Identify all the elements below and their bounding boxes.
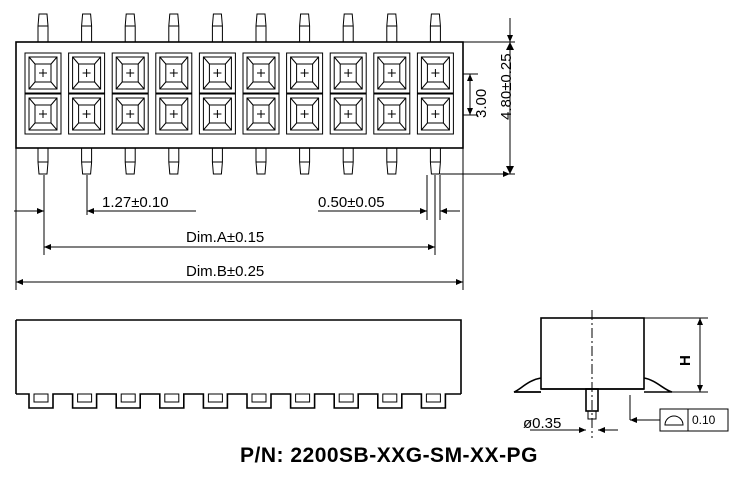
front-foot (164, 393, 180, 403)
contact-cell (242, 52, 280, 94)
body-width-label: 4.80±0.25 (498, 53, 515, 120)
contact-cell (68, 52, 106, 94)
coplanarity-symbol-box (659, 408, 689, 432)
front-foot (251, 393, 267, 403)
horizontal-dimensions: 1.27±0.10 0.50±0.05 Dim.A±0.15 Dim.B±0.2… (14, 148, 464, 290)
bottom-pins (37, 148, 441, 175)
contact-cell (24, 93, 62, 135)
bottom-pin (429, 148, 441, 175)
row-pitch-label: 3.00 (473, 89, 490, 118)
contact-cell (286, 52, 324, 94)
bottom-pin (81, 148, 93, 175)
front-foot (338, 393, 354, 403)
bottom-pin (168, 148, 180, 175)
top-pin (342, 13, 354, 42)
contact-cell (242, 93, 280, 135)
bottom-pin (37, 148, 49, 175)
front-housing (16, 319, 462, 394)
coplanarity-value-box (687, 408, 729, 432)
contact-cell (198, 52, 236, 94)
bottom-pin (342, 148, 354, 175)
contact-grid (24, 52, 454, 135)
top-view (15, 13, 464, 175)
bottom-pin (386, 148, 398, 175)
front-foot (120, 393, 136, 403)
top-pin (386, 13, 398, 42)
front-foot (295, 393, 311, 403)
profile-symbol-icon (664, 415, 684, 426)
top-pin (37, 13, 49, 42)
front-foot (33, 393, 49, 403)
contact-cell (286, 93, 324, 135)
contact-cell (155, 52, 193, 94)
front-bottom-edge (16, 393, 461, 409)
bottom-pin (299, 148, 311, 175)
top-pin (255, 13, 267, 42)
contact-cell (416, 93, 454, 135)
top-pin (124, 13, 136, 42)
bottom-pin (124, 148, 136, 175)
front-feet (16, 393, 461, 409)
height-label: H (677, 355, 694, 366)
contact-cell (416, 52, 454, 94)
front-foot (425, 393, 441, 403)
contact-cell (373, 93, 411, 135)
contact-cell (111, 52, 149, 94)
front-foot (207, 393, 223, 403)
front-foot (77, 393, 93, 403)
housing-outline (15, 41, 464, 149)
top-pin (211, 13, 223, 42)
contact-cell (155, 93, 193, 135)
contact-cell (24, 52, 62, 94)
pin-width-label: 0.50±0.05 (318, 194, 385, 211)
front-view (15, 319, 462, 409)
contact-cell (68, 93, 106, 135)
bottom-pin (255, 148, 267, 175)
contact-cell (329, 93, 367, 135)
front-foot (382, 393, 398, 403)
part-number: P/N: 2200SB-XXG-SM-XX-PG (240, 444, 538, 467)
top-pin (429, 13, 441, 42)
top-pin (299, 13, 311, 42)
dim-a-label: Dim.A±0.15 (186, 229, 264, 246)
pin-diameter-label: ø0.35 (523, 415, 561, 432)
top-pins (37, 13, 441, 42)
pitch-label: 1.27±0.10 (102, 194, 169, 211)
contact-cell (329, 52, 367, 94)
top-pin (81, 13, 93, 42)
coplanarity-label: 0.10 (692, 413, 716, 427)
bottom-pin (211, 148, 223, 175)
vertical-dimensions: 3.00 4.80±0.25 (440, 18, 515, 175)
contact-cell (373, 52, 411, 94)
side-view: H ø0.35 0.10 (513, 310, 729, 438)
dim-b-label: Dim.B±0.25 (186, 263, 264, 280)
contact-cell (198, 93, 236, 135)
contact-cell (111, 93, 149, 135)
top-pin (168, 13, 180, 42)
